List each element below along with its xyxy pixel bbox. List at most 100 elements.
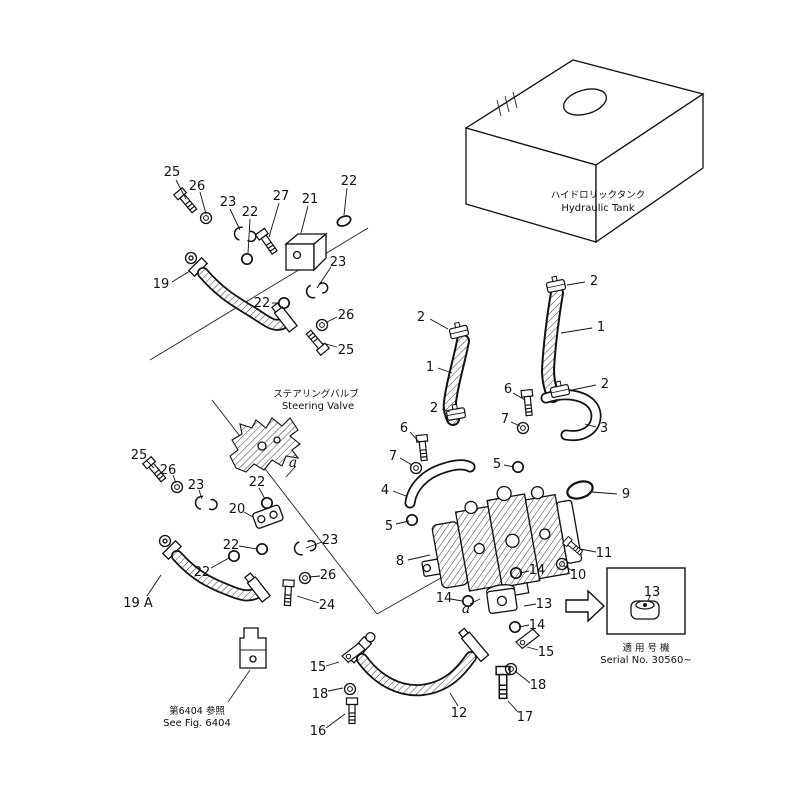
part-label-23: 23 xyxy=(188,478,205,493)
hydraulic-tank-drawing xyxy=(464,59,705,244)
part-label-12: 12 xyxy=(451,706,468,721)
serial-label-en: Serial No. 30560~ xyxy=(600,655,691,666)
reference-bracket-drawing xyxy=(239,627,267,669)
bolt-25-icon xyxy=(303,328,330,356)
bolt-6-icon xyxy=(415,433,431,462)
bolt-6-icon xyxy=(520,388,536,417)
bolt-24-icon xyxy=(281,579,295,607)
oring-22-icon xyxy=(336,215,352,227)
hydraulic-tank-label-jp: ハイドロリックタンク xyxy=(551,190,645,201)
bolt-17-icon xyxy=(495,665,511,700)
part-label-2: 2 xyxy=(430,401,438,416)
part-label-14: 14 xyxy=(529,618,546,633)
clip-23-icon xyxy=(303,279,331,301)
part-label-19a: 19 A xyxy=(123,596,153,611)
part-label-a: a xyxy=(462,601,470,617)
valve-block-13-drawing xyxy=(485,584,518,615)
bolt-16-icon xyxy=(345,697,359,725)
steering-valve-label-jp: ステアリングバルブ xyxy=(273,388,359,400)
reference-leader xyxy=(227,669,251,703)
oring-14-icon xyxy=(508,620,522,634)
washer-icons xyxy=(170,211,569,696)
clip-23-icon xyxy=(232,225,259,245)
part-label-11: 11 xyxy=(596,546,613,561)
part-label-20: 20 xyxy=(229,502,246,517)
valve-block-13-variant-drawing xyxy=(630,600,660,620)
oring-5-icon xyxy=(405,513,419,527)
washer-26-icon xyxy=(170,480,184,494)
oring-22-icon xyxy=(255,542,269,556)
part-label-25: 25 xyxy=(338,343,355,358)
part-label-24: 24 xyxy=(319,598,336,613)
part-label-7: 7 xyxy=(501,412,509,427)
part-label-19: 19 xyxy=(153,277,170,292)
tube-3-drawing xyxy=(540,389,602,442)
part-label-13: 13 xyxy=(536,597,553,612)
part-label-1: 1 xyxy=(597,320,605,335)
part-label-7: 7 xyxy=(389,449,397,464)
part-label-16: 16 xyxy=(310,724,327,739)
part-label-18: 18 xyxy=(530,678,547,693)
pump-assembly-drawing xyxy=(421,485,583,597)
part-label-15: 15 xyxy=(538,645,555,660)
part-label-3: 3 xyxy=(600,421,608,436)
steering-valve-drawing xyxy=(229,417,301,473)
washer-26-icon xyxy=(199,211,213,225)
part-label-14: 14 xyxy=(529,563,546,578)
reference-label-jp: 第6404 参照 xyxy=(169,705,225,717)
part-label-2: 2 xyxy=(417,310,425,325)
serial-label-jp: 適 用 号 機 xyxy=(622,642,670,654)
part-label-26: 26 xyxy=(338,308,355,323)
part-label-5: 5 xyxy=(385,519,393,534)
part-label-17: 17 xyxy=(517,710,534,725)
part-label-22: 22 xyxy=(254,296,271,311)
part-label-25: 25 xyxy=(164,165,181,180)
part-label-22: 22 xyxy=(242,205,259,220)
part-label-22: 22 xyxy=(341,174,358,189)
part-label-22: 22 xyxy=(194,565,211,580)
part-label-a: a xyxy=(289,455,297,471)
clip-23-icon xyxy=(193,494,219,513)
part-label-23: 23 xyxy=(322,533,339,548)
part-label-21: 21 xyxy=(302,192,319,207)
washer-26-icon xyxy=(298,571,312,585)
oring-5-icon xyxy=(511,460,525,474)
part-label-23: 23 xyxy=(220,195,237,210)
washer-26-icon xyxy=(315,318,329,332)
washer-7-icon xyxy=(516,421,530,435)
part-label-4: 4 xyxy=(381,483,389,498)
clamp-2-icon xyxy=(544,274,567,294)
hose-12-drawing xyxy=(345,627,490,697)
part-label-15: 15 xyxy=(310,660,327,675)
hose-19-drawing xyxy=(184,251,299,333)
clip-23-icon xyxy=(292,537,319,557)
tube-4-drawing xyxy=(404,459,476,509)
hydraulic-tank-label-en: Hydraulic Tank xyxy=(561,203,635,214)
part-label-18: 18 xyxy=(312,687,329,702)
part-label-8: 8 xyxy=(396,554,404,569)
part-label-22: 22 xyxy=(249,475,266,490)
part-label-5: 5 xyxy=(493,457,501,472)
part-label-14: 14 xyxy=(436,591,453,606)
part-label-26: 26 xyxy=(320,568,337,583)
part-label-9: 9 xyxy=(622,487,630,502)
oring-22-icon xyxy=(277,296,291,310)
cover-21-drawing xyxy=(284,232,328,272)
part-label-22: 22 xyxy=(223,538,240,553)
elbow-20-drawing xyxy=(252,504,284,529)
part-label-6: 6 xyxy=(504,382,512,397)
variant-arrow-icon xyxy=(565,589,606,623)
oring-icons xyxy=(227,215,525,634)
part-label-26: 26 xyxy=(160,463,177,478)
steering-valve-label-en: Steering Valve xyxy=(282,401,354,412)
serial-applicability-box xyxy=(606,567,686,635)
part-label-2: 2 xyxy=(601,377,609,392)
part-label-10: 10 xyxy=(570,568,587,583)
tube-1-right-drawing xyxy=(540,286,564,403)
part-label-23: 23 xyxy=(330,255,347,270)
oring-22-icon xyxy=(240,252,254,266)
reference-label-en: See Fig. 6404 xyxy=(163,718,231,729)
